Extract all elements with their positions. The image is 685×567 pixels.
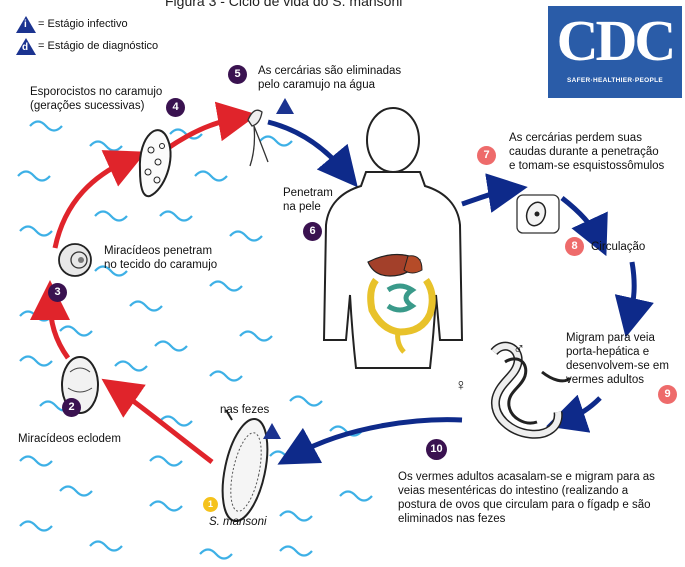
stage-8-badge: 8 bbox=[565, 237, 584, 256]
stage-5-infective-icon bbox=[276, 98, 294, 114]
snail-illustration bbox=[59, 244, 91, 276]
arrow-5-to-6 bbox=[268, 122, 345, 172]
legend-infective-label: = Estágio infectivo bbox=[38, 18, 128, 30]
cdc-logo: CDC SAFER·HEALTHIER·PEOPLE bbox=[548, 6, 682, 98]
stage-9-label: Migram para veia porta-hepática e desenv… bbox=[566, 331, 669, 387]
arrow-9-to-10 bbox=[565, 398, 600, 420]
stage-1-species: S. mansoni bbox=[209, 515, 267, 529]
arrow-6-to-7 bbox=[462, 190, 508, 204]
male-symbol: ♂ bbox=[513, 341, 525, 359]
stage-7-label: As cercárias perdem suas caudas durante … bbox=[509, 131, 664, 173]
female-symbol: ♀ bbox=[455, 377, 467, 395]
figure-title: Figura 3 - Ciclo de vida do S. mansoni bbox=[165, 0, 402, 8]
stage-6-label: Penetram na pele bbox=[283, 186, 333, 214]
diagnostic-symbol: d bbox=[22, 42, 28, 53]
arrow-4-to-5 bbox=[168, 118, 238, 148]
stage-9-badge: 9 bbox=[658, 385, 677, 404]
legend-diagnostic-label: = Estágio de diagnóstico bbox=[38, 40, 158, 52]
arrow-2-to-3 bbox=[50, 300, 68, 358]
stage-1-label: nas fezes bbox=[220, 403, 269, 417]
stage-2-label: Miracídeos eclodem bbox=[18, 432, 121, 446]
schistosomulum-illustration bbox=[517, 195, 559, 233]
stage-3-badge: 3 bbox=[48, 283, 67, 302]
stage-7-badge: 7 bbox=[477, 146, 496, 165]
legend: i = Estágio infectivo d = Estágio de dia… bbox=[8, 14, 238, 54]
stage-10-label: Os vermes adultos acasalam-se e migram p… bbox=[398, 470, 655, 526]
stage-3-label: Miracídeos penetram no tecido do caramuj… bbox=[104, 244, 217, 272]
stage-1-diagnostic-icon bbox=[263, 423, 281, 439]
infective-symbol: i bbox=[24, 19, 27, 30]
arrow-7-to-8 bbox=[562, 198, 598, 238]
stage-6-badge: 6 bbox=[303, 222, 322, 241]
stage-5-label: As cercárias são eliminadas pelo caramuj… bbox=[258, 64, 401, 92]
arrow-3-to-4 bbox=[55, 160, 128, 248]
stage-4-badge: 4 bbox=[166, 98, 185, 117]
cdc-logo-tagline: SAFER·HEALTHIER·PEOPLE bbox=[548, 77, 682, 84]
sporocyst-illustration bbox=[140, 130, 171, 196]
stage-8-label: Circulação bbox=[591, 240, 645, 254]
stage-10-badge: 10 bbox=[426, 439, 447, 460]
stage-4-label: Esporocistos no caramujo (gerações suces… bbox=[30, 85, 162, 113]
stage-5-badge: 5 bbox=[228, 65, 247, 84]
stage-2-badge: 2 bbox=[62, 398, 81, 417]
cdc-logo-text: CDC bbox=[548, 6, 682, 76]
adult-worms-illustration bbox=[494, 346, 570, 434]
arrow-8-to-9 bbox=[630, 262, 634, 318]
arrow-1-to-2 bbox=[118, 390, 212, 462]
stage-1-badge: 1 bbox=[203, 497, 218, 512]
